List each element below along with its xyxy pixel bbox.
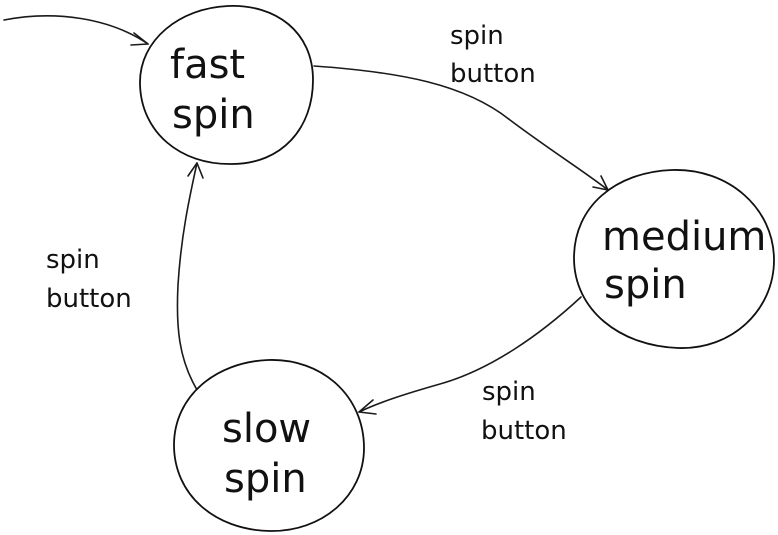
transition-label-line1: spin	[450, 21, 504, 51]
label-medium-to-slow: spin button	[481, 377, 567, 446]
transition-label-line2: button	[46, 284, 132, 314]
state-slow-line1: slow	[222, 406, 311, 452]
label-slow-to-fast: spin button	[46, 245, 132, 314]
state-medium-line1: medium	[602, 214, 766, 260]
state-fast-spin: fast spin	[139, 5, 314, 165]
state-fast-line1: fast	[170, 42, 245, 88]
transition-label-line2: button	[481, 416, 567, 446]
transition-label-line2: button	[450, 59, 536, 89]
state-medium-spin: medium spin	[573, 169, 775, 349]
transition-slow-to-fast	[176, 162, 204, 394]
transition-label-line1: spin	[46, 245, 100, 275]
transition-label-line1: spin	[482, 377, 536, 407]
label-fast-to-medium: spin button	[450, 21, 536, 89]
state-slow-spin: slow spin	[173, 359, 365, 532]
initial-transition-arrow	[3, 15, 149, 46]
transition-medium-to-slow	[358, 296, 582, 415]
state-slow-line2: spin	[224, 456, 307, 502]
state-medium-line2: spin	[604, 262, 687, 308]
state-fast-line2: spin	[172, 92, 255, 138]
